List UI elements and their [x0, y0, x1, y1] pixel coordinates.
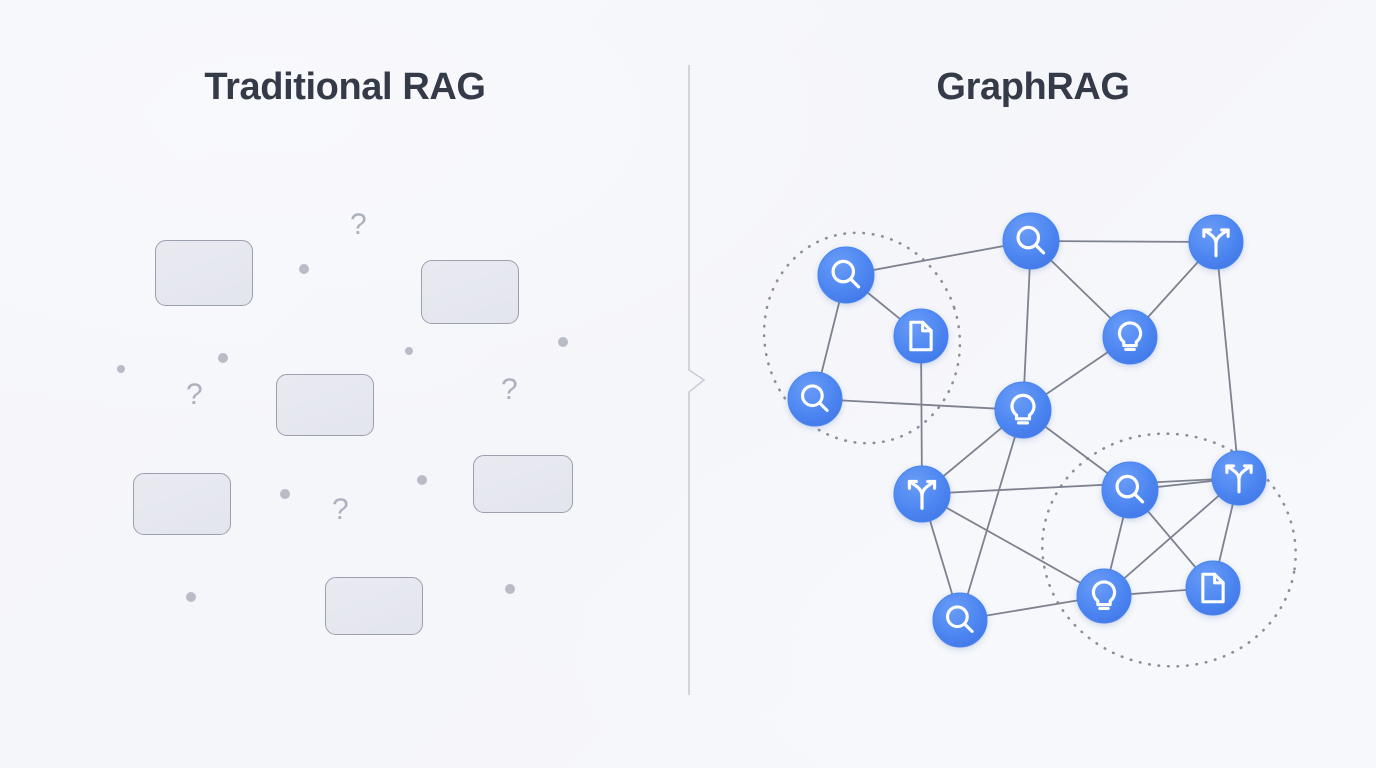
dot-1 — [299, 264, 309, 274]
graph-node-fork[interactable] — [1188, 214, 1244, 270]
graph-edge — [921, 477, 1240, 495]
graph-edge — [845, 240, 1032, 276]
traditional-rag-panel: ???? — [117, 208, 573, 635]
panel-divider — [688, 65, 706, 695]
graph-node-bulb[interactable] — [994, 381, 1052, 439]
dot-8 — [186, 592, 196, 602]
doc-card-4 — [133, 473, 231, 535]
graph-node-circle[interactable] — [817, 246, 875, 304]
graph-edge — [959, 409, 1024, 621]
cluster-boundary-left — [762, 231, 962, 445]
graph-node-circle[interactable] — [1211, 450, 1267, 506]
question-mark-1: ? — [350, 208, 367, 241]
graph-node-circle[interactable] — [893, 465, 951, 523]
graph-node-search[interactable] — [817, 246, 875, 304]
doc-card-3 — [276, 374, 374, 436]
doc-card-2 — [421, 260, 519, 324]
graph-node-bulb[interactable] — [1102, 309, 1158, 365]
graph-node-bulb[interactable] — [1076, 568, 1132, 624]
graph-edge — [1030, 240, 1217, 243]
question-mark-3: ? — [501, 373, 518, 406]
graph-node-circle[interactable] — [893, 308, 949, 364]
graph-node-circle[interactable] — [1188, 214, 1244, 270]
doc-card-5 — [473, 455, 573, 513]
graphrag-panel — [690, 0, 1376, 768]
doc-card-1 — [155, 240, 253, 306]
graph-node-document[interactable] — [1185, 560, 1241, 616]
graph-node-circle[interactable] — [994, 381, 1052, 439]
dot-7 — [417, 475, 427, 485]
graph-node-circle[interactable] — [1076, 568, 1132, 624]
divider-line — [688, 65, 706, 695]
dot-2 — [117, 365, 125, 373]
graph-node-fork[interactable] — [1211, 450, 1267, 506]
cluster-boundary-right — [1041, 432, 1297, 668]
graph-node-circle[interactable] — [787, 371, 843, 427]
graph-node-circle[interactable] — [932, 592, 988, 648]
page-title-graphrag: GraphRAG — [936, 66, 1130, 108]
cluster-boundaries — [762, 231, 1297, 668]
doc-card-6 — [325, 577, 423, 635]
question-mark-2: ? — [186, 378, 203, 411]
graph-node-fork[interactable] — [893, 465, 951, 523]
graph-edge — [1215, 241, 1240, 479]
graph-nodes — [787, 212, 1267, 648]
page-title-traditional-rag: Traditional RAG — [204, 66, 486, 108]
graph-node-document[interactable] — [893, 308, 949, 364]
graph-node-circle[interactable] — [1101, 461, 1159, 519]
graph-node-search[interactable] — [1101, 461, 1159, 519]
graph-edge — [921, 493, 1105, 597]
graph-node-search[interactable] — [1002, 212, 1060, 270]
dot-6 — [280, 489, 290, 499]
graph-node-search[interactable] — [932, 592, 988, 648]
dot-4 — [405, 347, 413, 355]
graph-node-circle[interactable] — [1185, 560, 1241, 616]
dot-9 — [505, 584, 515, 594]
question-mark-4: ? — [332, 493, 349, 526]
graph-node-circle[interactable] — [1002, 212, 1060, 270]
graph-edge — [814, 398, 1024, 411]
dot-5 — [558, 337, 568, 347]
knowledge-graph — [762, 212, 1297, 668]
dot-3 — [218, 353, 228, 363]
graph-edge — [1103, 477, 1240, 597]
graph-node-search[interactable] — [787, 371, 843, 427]
graph-node-circle[interactable] — [1102, 309, 1158, 365]
